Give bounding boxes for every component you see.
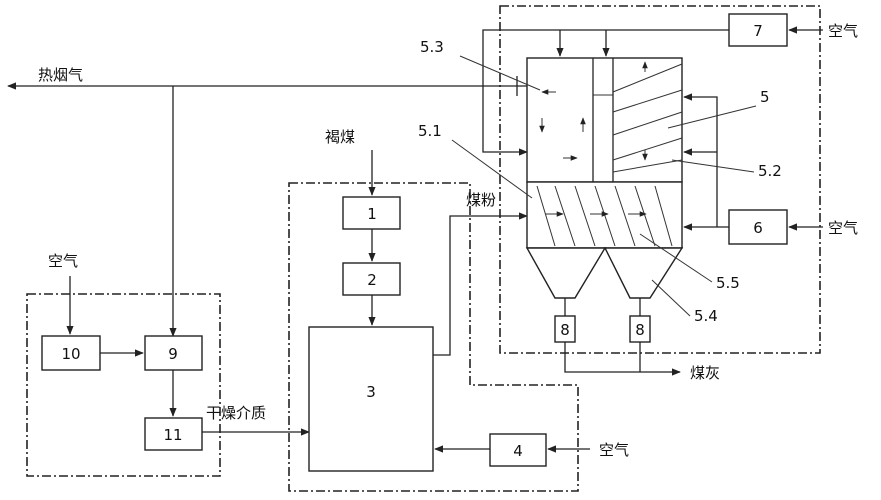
label-coal-powder: 煤粉 [466,191,496,209]
unit-2 [342,262,401,296]
unit-1-label: 1 [367,205,377,223]
label-air-4: 空气 [599,441,629,459]
label-air-10: 空气 [48,252,78,270]
label-hot-flue-gas: 热烟气 [38,66,83,84]
unit-3 [308,326,434,472]
unit-8-left-label: 8 [560,321,570,339]
boundary-left-group [26,293,221,477]
hopper-right [603,247,684,299]
unit-2-label: 2 [367,271,377,289]
unit-9-label: 9 [168,345,178,363]
boundary-middle-group [288,182,579,492]
callout-5-4: 5.4 [694,307,718,325]
unit-1 [342,196,401,230]
vessel-5-upper [526,57,683,183]
label-drying-medium: 干燥介质 [206,404,266,422]
unit-11 [144,417,203,451]
unit-4-label: 4 [513,442,523,460]
unit-3-label: 3 [366,383,376,401]
label-air-6: 空气 [828,219,858,237]
callout-5-3: 5.3 [420,38,444,56]
callout-5-2: 5.2 [758,162,782,180]
unit-8-right-label: 8 [635,321,645,339]
unit-10 [41,335,101,371]
unit-7-label: 7 [753,22,763,40]
hopper-left [525,247,607,299]
unit-6 [728,209,788,245]
label-coal-ash: 煤灰 [690,364,720,382]
unit-11-label: 11 [163,426,182,444]
callout-5: 5 [760,88,770,106]
unit-4 [489,433,547,467]
unit-10-label: 10 [61,345,80,363]
boundary-right-group [499,5,821,354]
label-air-7: 空气 [828,22,858,40]
unit-6-label: 6 [753,219,763,237]
callout-5-5: 5.5 [716,274,740,292]
callout-5-1: 5.1 [418,122,442,140]
label-lignite: 褐煤 [325,128,355,146]
